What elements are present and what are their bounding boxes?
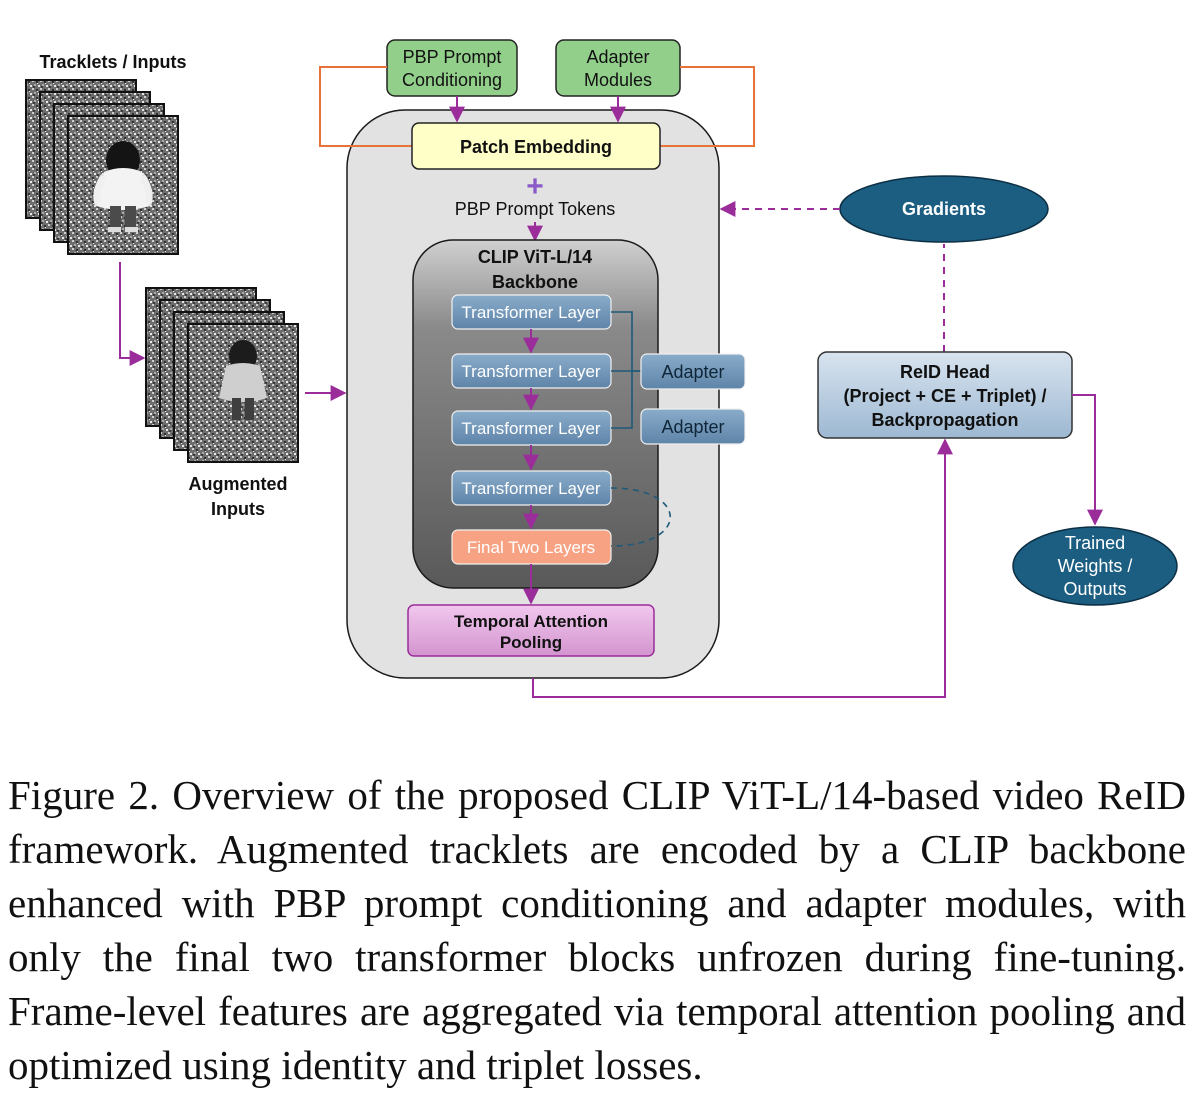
tracklet-stack	[25, 79, 179, 255]
framework-diagram: Tracklets / Inputs Augmented Inputs	[25, 39, 1178, 698]
pbp-tokens-label: PBP Prompt Tokens	[455, 199, 615, 219]
adapter-box-1-label: Adapter	[661, 362, 724, 382]
person-figure-augmented	[219, 340, 267, 420]
adapter-modules-label-1: Adapter	[586, 47, 649, 67]
temporal-pooling-label-1: Temporal Attention	[454, 612, 608, 631]
transformer-layer-2-label: Transformer Layer	[461, 362, 601, 381]
transformer-layer-1-label: Transformer Layer	[461, 303, 601, 322]
outputs-label-2: Weights /	[1058, 556, 1133, 576]
orange-link-left	[319, 66, 412, 147]
patch-embedding-label: Patch Embedding	[460, 137, 612, 157]
adapter-box-2	[640, 408, 746, 445]
plus-icon: +	[526, 170, 544, 203]
inputs-title: Tracklets / Inputs	[39, 52, 186, 72]
reid-head-label-3: Backpropagation	[871, 410, 1018, 430]
gradients-label: Gradients	[902, 199, 986, 219]
patch-embedding-box	[411, 122, 661, 170]
figure: Tracklets / Inputs Augmented Inputs	[25, 39, 1178, 698]
reid-head-label-1: ReID Head	[900, 362, 990, 382]
arrow-inputs-to-augmented	[119, 262, 146, 366]
adapter-box-2-label: Adapter	[661, 417, 724, 437]
figure-caption: Figure 2. Overview of the proposed CLIP …	[8, 772, 1186, 1088]
person-figure	[93, 141, 153, 232]
orange-link-right	[660, 66, 755, 147]
adapter-connector-2	[611, 371, 633, 429]
augmented-stack	[145, 287, 299, 463]
pbp-conditioning-label-2: Conditioning	[402, 70, 502, 90]
backbone-title-1: CLIP ViT-L/14	[478, 247, 592, 267]
reid-head-label-2: (Project + CE + Triplet) /	[843, 386, 1046, 406]
temporal-pooling-box	[407, 604, 655, 657]
final-two-layers-label: Final Two Layers	[467, 538, 595, 557]
temporal-pooling-label-2: Pooling	[500, 633, 562, 652]
adapter-modules-label-2: Modules	[584, 70, 652, 90]
outputs-label-3: Outputs	[1063, 579, 1126, 599]
augmented-label-1: Augmented	[189, 474, 288, 494]
augmented-label-2: Inputs	[211, 499, 265, 519]
dashed-skip-connection	[610, 487, 671, 547]
arrow-reid-to-outputs	[1072, 394, 1103, 526]
outputs-node	[1012, 526, 1178, 606]
arrow-pooling-to-reid	[532, 438, 953, 698]
transformer-layer-3-label: Transformer Layer	[461, 419, 601, 438]
outputs-label-1: Trained	[1065, 533, 1125, 553]
adapter-box-1	[640, 353, 746, 390]
backbone-title-2: Backbone	[492, 272, 578, 292]
transformer-layer-4-label: Transformer Layer	[461, 479, 601, 498]
pbp-conditioning-label-1: PBP Prompt	[403, 47, 502, 67]
